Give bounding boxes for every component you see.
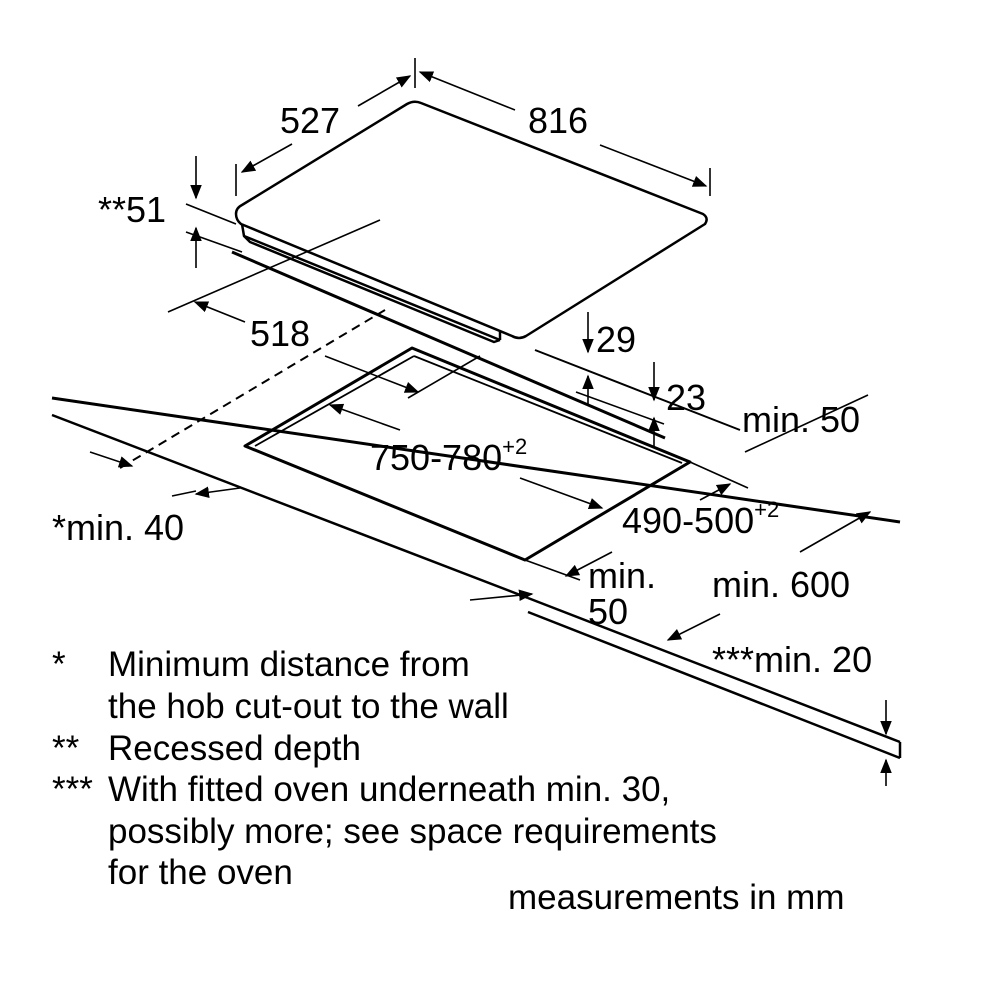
dim-cutout-depth: 490-500+2 <box>622 497 779 541</box>
note-1-line-1: Minimum distance from <box>108 645 470 684</box>
dim-hob-depth: 527 <box>280 100 340 141</box>
dim-min-front-2: 50 <box>588 591 628 632</box>
note-2-line-1: Recessed depth <box>108 729 361 768</box>
note-3-line-1: With fitted oven underneath min. 30, <box>108 770 670 809</box>
note-1-marker: * <box>52 645 66 684</box>
dimension-lines <box>89 58 892 786</box>
dim-recessed-depth: **51 <box>98 189 166 230</box>
dim-hob-width: 816 <box>528 100 588 141</box>
dim-min-front-1: min. <box>588 555 656 596</box>
note-2-marker: ** <box>52 729 80 768</box>
units-note: measurements in mm <box>508 878 844 917</box>
note-3-line-2: possibly more; see space requirements <box>108 812 717 851</box>
dim-frame-height: 29 <box>596 319 636 360</box>
worktop-drawing <box>51 250 902 760</box>
dim-cutout-inner: 518 <box>250 313 310 354</box>
hob-drawing <box>234 100 708 344</box>
dim-cutout-width: 750-780+2 <box>370 434 527 478</box>
footnotes: * Minimum distance from the hob cut-out … <box>52 645 717 892</box>
dim-min-wall: *min. 40 <box>52 507 184 548</box>
note-3-line-3: for the oven <box>108 853 293 892</box>
dim-glass-thickness: 23 <box>666 377 706 418</box>
dim-min-worktop: min. 600 <box>712 564 850 605</box>
dim-min-under: ***min. 20 <box>712 639 872 680</box>
note-1-line-2: the hob cut-out to the wall <box>108 687 509 726</box>
note-3-marker: *** <box>52 770 93 809</box>
dim-min-rear: min. 50 <box>742 399 860 440</box>
